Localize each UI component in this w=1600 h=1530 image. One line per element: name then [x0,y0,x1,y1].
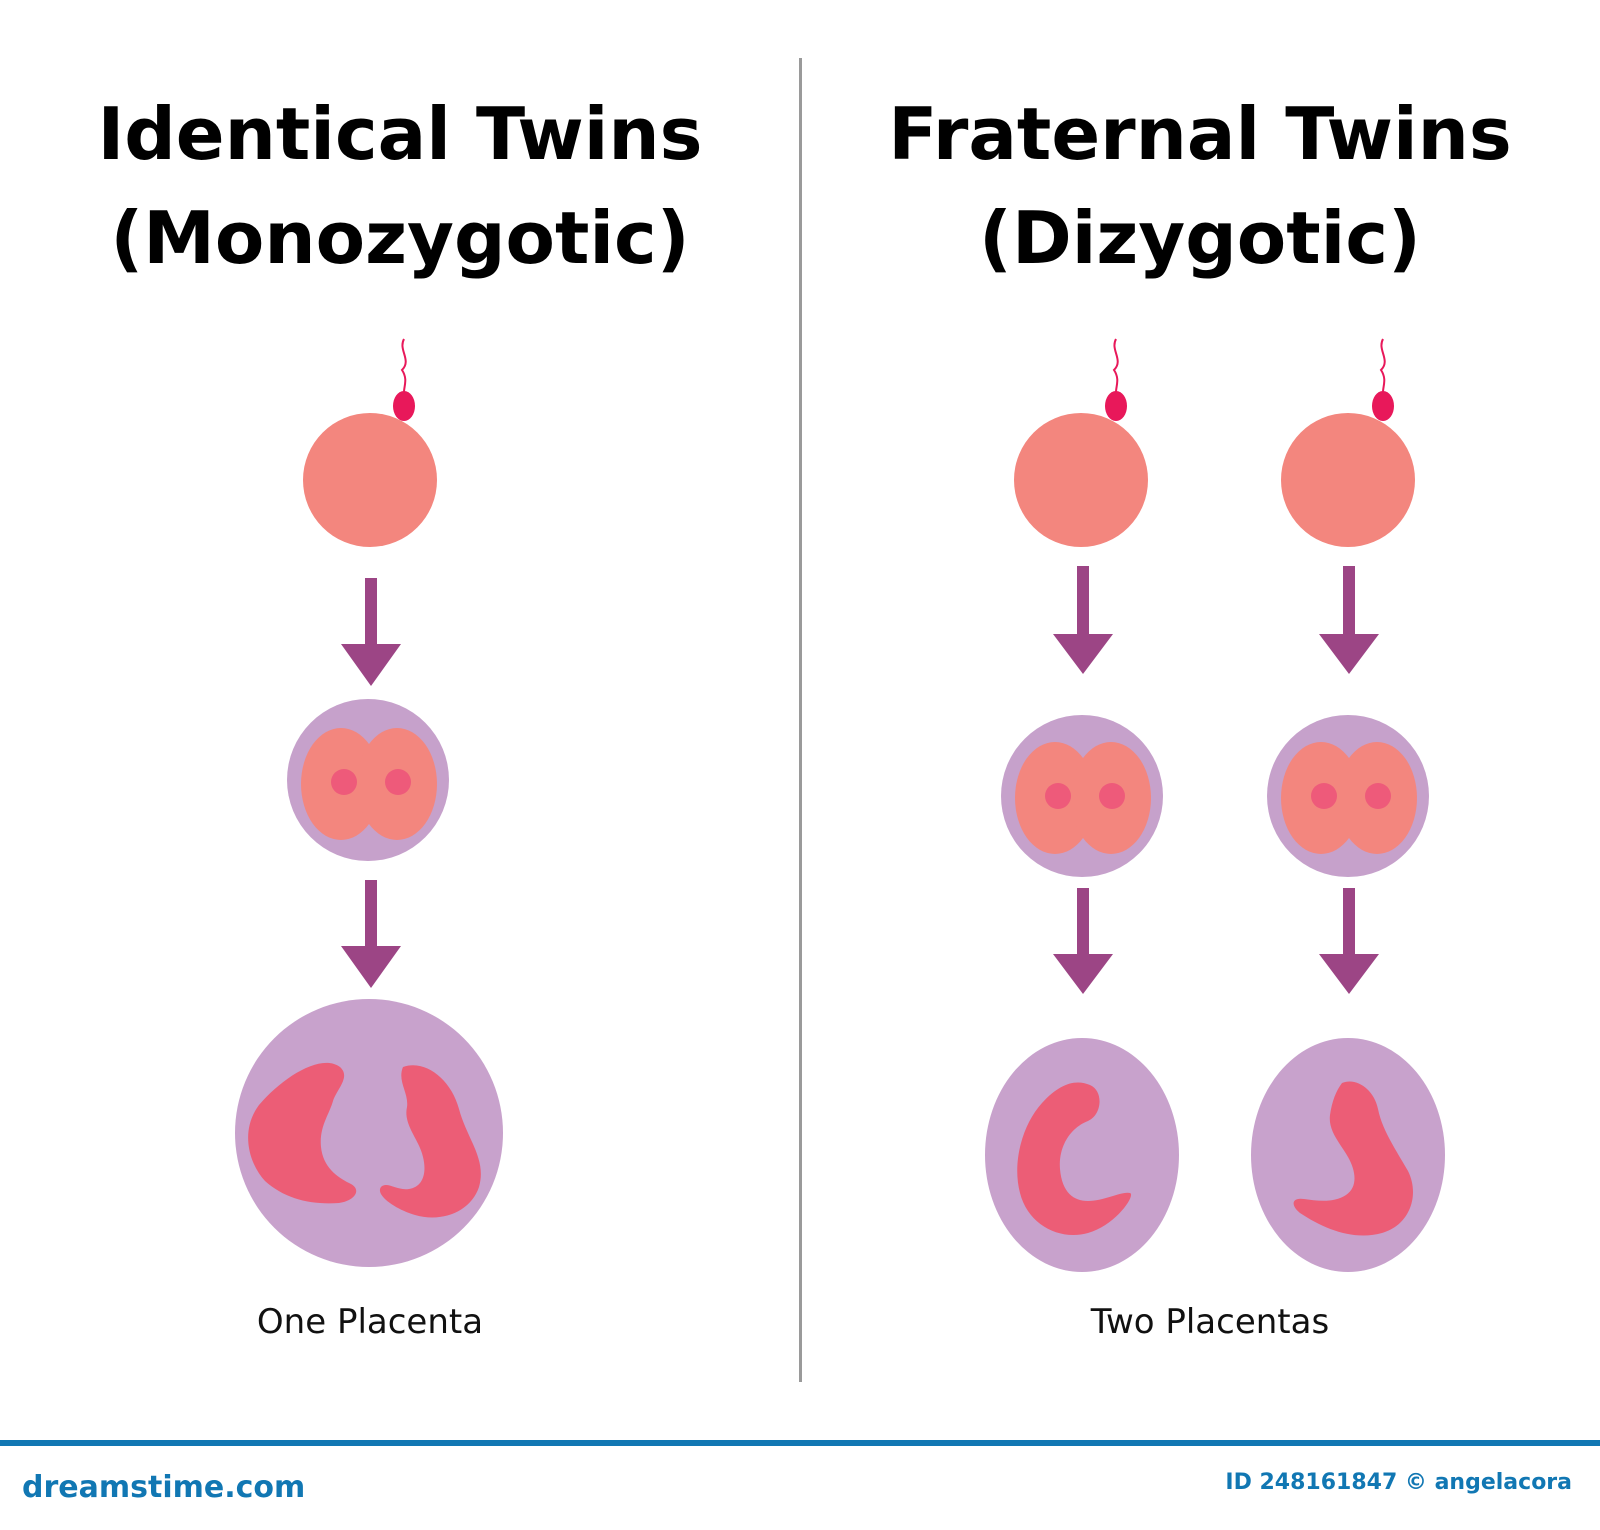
fraternal-twins-title-line1: Fraternal Twins [888,92,1512,176]
fraternal-placenta-b [1251,1038,1445,1272]
identical-twins-title-line1: Identical Twins [97,92,703,176]
stock-logo: dreamstime.com [22,1470,306,1505]
footer-accent-bar [0,1440,1600,1446]
fraternal-twins-title: Fraternal Twins (Dizygotic) [800,82,1600,290]
right-embryo [379,1065,481,1218]
fraternal-egg-with-sperm-b [1281,338,1415,547]
fraternal-arrow-1a [1053,566,1113,674]
identical-twins-title-line2: (Monozygotic) [110,196,690,280]
fraternal-twins-title-line2: (Dizygotic) [979,196,1421,280]
identical-twins-title: Identical Twins (Monozygotic) [0,82,800,290]
sperm-icon [1105,391,1127,421]
fraternal-arrow-1b [1319,566,1379,674]
fraternal-arrow-2a [1053,888,1113,994]
sperm-icon [393,391,415,421]
two-placentas-caption: Two Placentas [1090,1302,1330,1342]
one-placenta-caption: One Placenta [256,1302,484,1342]
fraternal-two-cell-zygote-b [1267,715,1429,877]
embryo-b [1293,1081,1413,1236]
egg-cell [303,413,437,547]
left-embryo [248,1062,357,1204]
stock-image-id: ID 248161847 © angelacora [1225,1470,1572,1495]
embryo-a [1017,1082,1132,1236]
fraternal-arrow-2b [1319,888,1379,994]
identical-egg-with-sperm [303,338,437,547]
egg-cell [1281,413,1415,547]
twins-diagram [235,338,1445,1272]
sperm-icon [1372,391,1394,421]
fraternal-egg-with-sperm-a [1014,338,1148,547]
identical-arrow-2 [341,880,401,988]
fraternal-two-cell-zygote-a [1001,715,1163,877]
fraternal-placenta-a [985,1038,1179,1272]
identical-arrow-1 [341,578,401,686]
watermark-footer: dreamstime.com ID 248161847 © angelacora [0,1440,1600,1530]
egg-cell [1014,413,1148,547]
identical-two-cell-zygote [287,699,449,861]
center-divider [799,58,802,1382]
identical-shared-placenta [235,999,503,1267]
